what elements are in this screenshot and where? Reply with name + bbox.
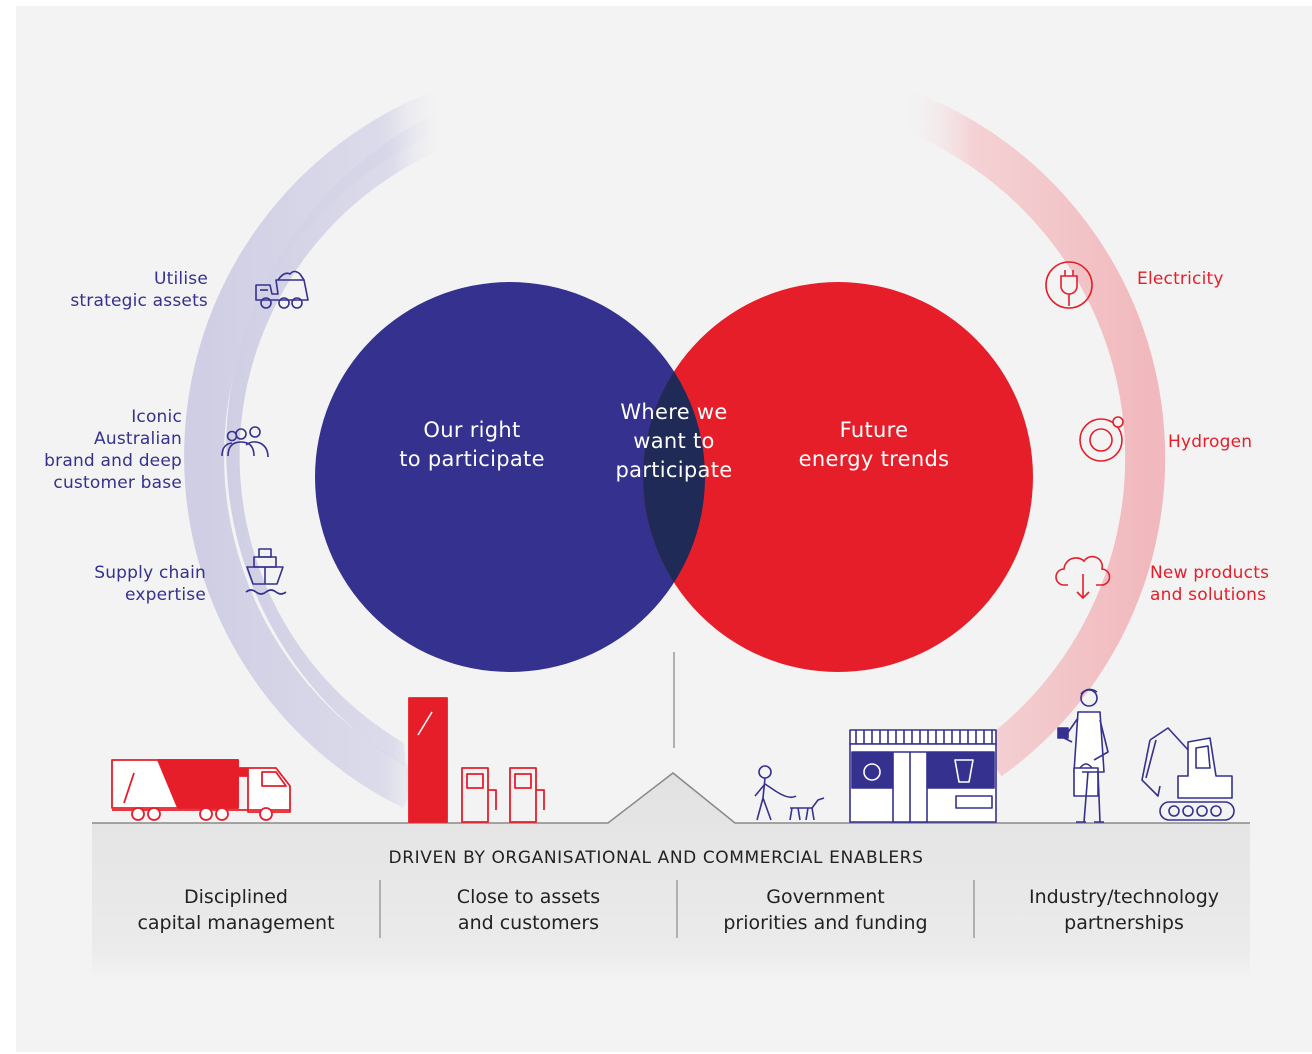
enablers-title: DRIVEN BY ORGANISATIONAL AND COMMERCIAL … bbox=[388, 848, 924, 868]
strength-label-brand: Iconic Australian brand and deep custome… bbox=[44, 407, 182, 493]
trend-label-electricity: Electricity bbox=[1137, 269, 1224, 289]
strength-label-supply-chain: Supply chain expertise bbox=[94, 563, 206, 605]
trend-label-new-products: New products and solutions bbox=[1150, 563, 1270, 605]
cloud-download-icon bbox=[1055, 555, 1111, 600]
shopper-illustration bbox=[1057, 688, 1109, 823]
right-circle-label: Future energy trends bbox=[798, 418, 950, 471]
excavator-illustration bbox=[1141, 727, 1235, 821]
plug-icon bbox=[1045, 261, 1093, 309]
center-overlap-label: Where we want to participate bbox=[615, 400, 733, 482]
ground-band bbox=[92, 773, 1250, 980]
dump-truck-icon bbox=[255, 270, 309, 309]
enabler-partnerships: Industry/technology partnerships bbox=[1028, 886, 1220, 934]
fuel-station-illustration bbox=[408, 697, 545, 823]
enabler-capital: Disciplined capital management bbox=[137, 886, 335, 934]
people-icon bbox=[221, 426, 269, 458]
left-arc bbox=[226, 108, 448, 800]
enabler-assets-customers: Close to assets and customers bbox=[456, 886, 601, 934]
dog-walker-illustration bbox=[754, 765, 825, 821]
right-circle bbox=[643, 282, 1033, 672]
right-arc bbox=[893, 89, 1166, 777]
strength-label-assets: Utilise strategic assets bbox=[70, 269, 208, 311]
store-illustration bbox=[849, 729, 997, 823]
left-circle bbox=[315, 282, 705, 672]
trend-label-hydrogen: Hydrogen bbox=[1168, 432, 1253, 452]
tanker-truck-illustration bbox=[111, 759, 291, 821]
hydrogen-icon bbox=[1079, 416, 1124, 462]
ship-icon bbox=[245, 548, 287, 595]
enabler-government: Government priorities and funding bbox=[723, 886, 928, 934]
left-circle-label: Our right to participate bbox=[399, 418, 545, 471]
